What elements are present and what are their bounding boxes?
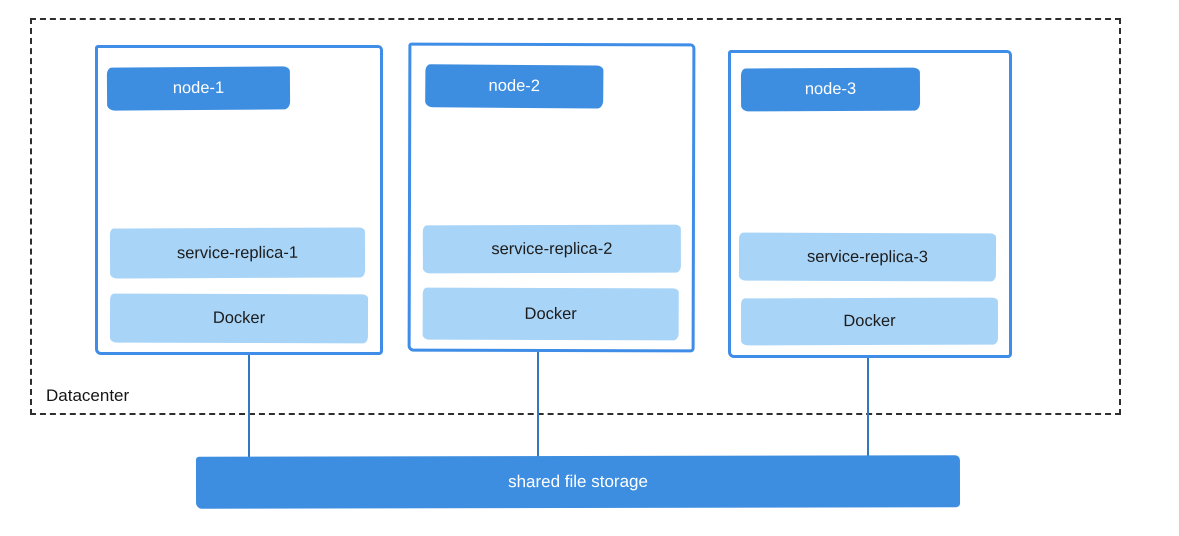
node-2-docker-box: Docker [422, 287, 679, 341]
node-2-title: node-2 [425, 64, 604, 109]
node-1-title: node-1 [106, 66, 291, 111]
node-2-storage-connector [537, 352, 539, 457]
service-replica-3-box: service-replica-3 [738, 232, 997, 282]
node-3-storage-connector [867, 358, 869, 457]
node-1-box: node-1 service-replica-1 Docker [95, 45, 383, 355]
node-2-box: node-2 service-replica-2 Docker [407, 42, 696, 353]
node-1-docker-box: Docker [109, 293, 369, 344]
datacenter-label: Datacenter [46, 386, 130, 405]
service-replica-2-box: service-replica-2 [422, 224, 681, 274]
datacenter-boundary: Datacenter [30, 18, 1121, 415]
node-3-box: node-3 service-replica-3 Docker [728, 50, 1012, 358]
node-1-storage-connector [248, 355, 250, 457]
service-replica-1-box: service-replica-1 [109, 227, 366, 279]
shared-file-storage-box: shared file storage [195, 455, 961, 509]
node-3-title: node-3 [740, 67, 921, 112]
node-3-docker-box: Docker [740, 297, 999, 346]
